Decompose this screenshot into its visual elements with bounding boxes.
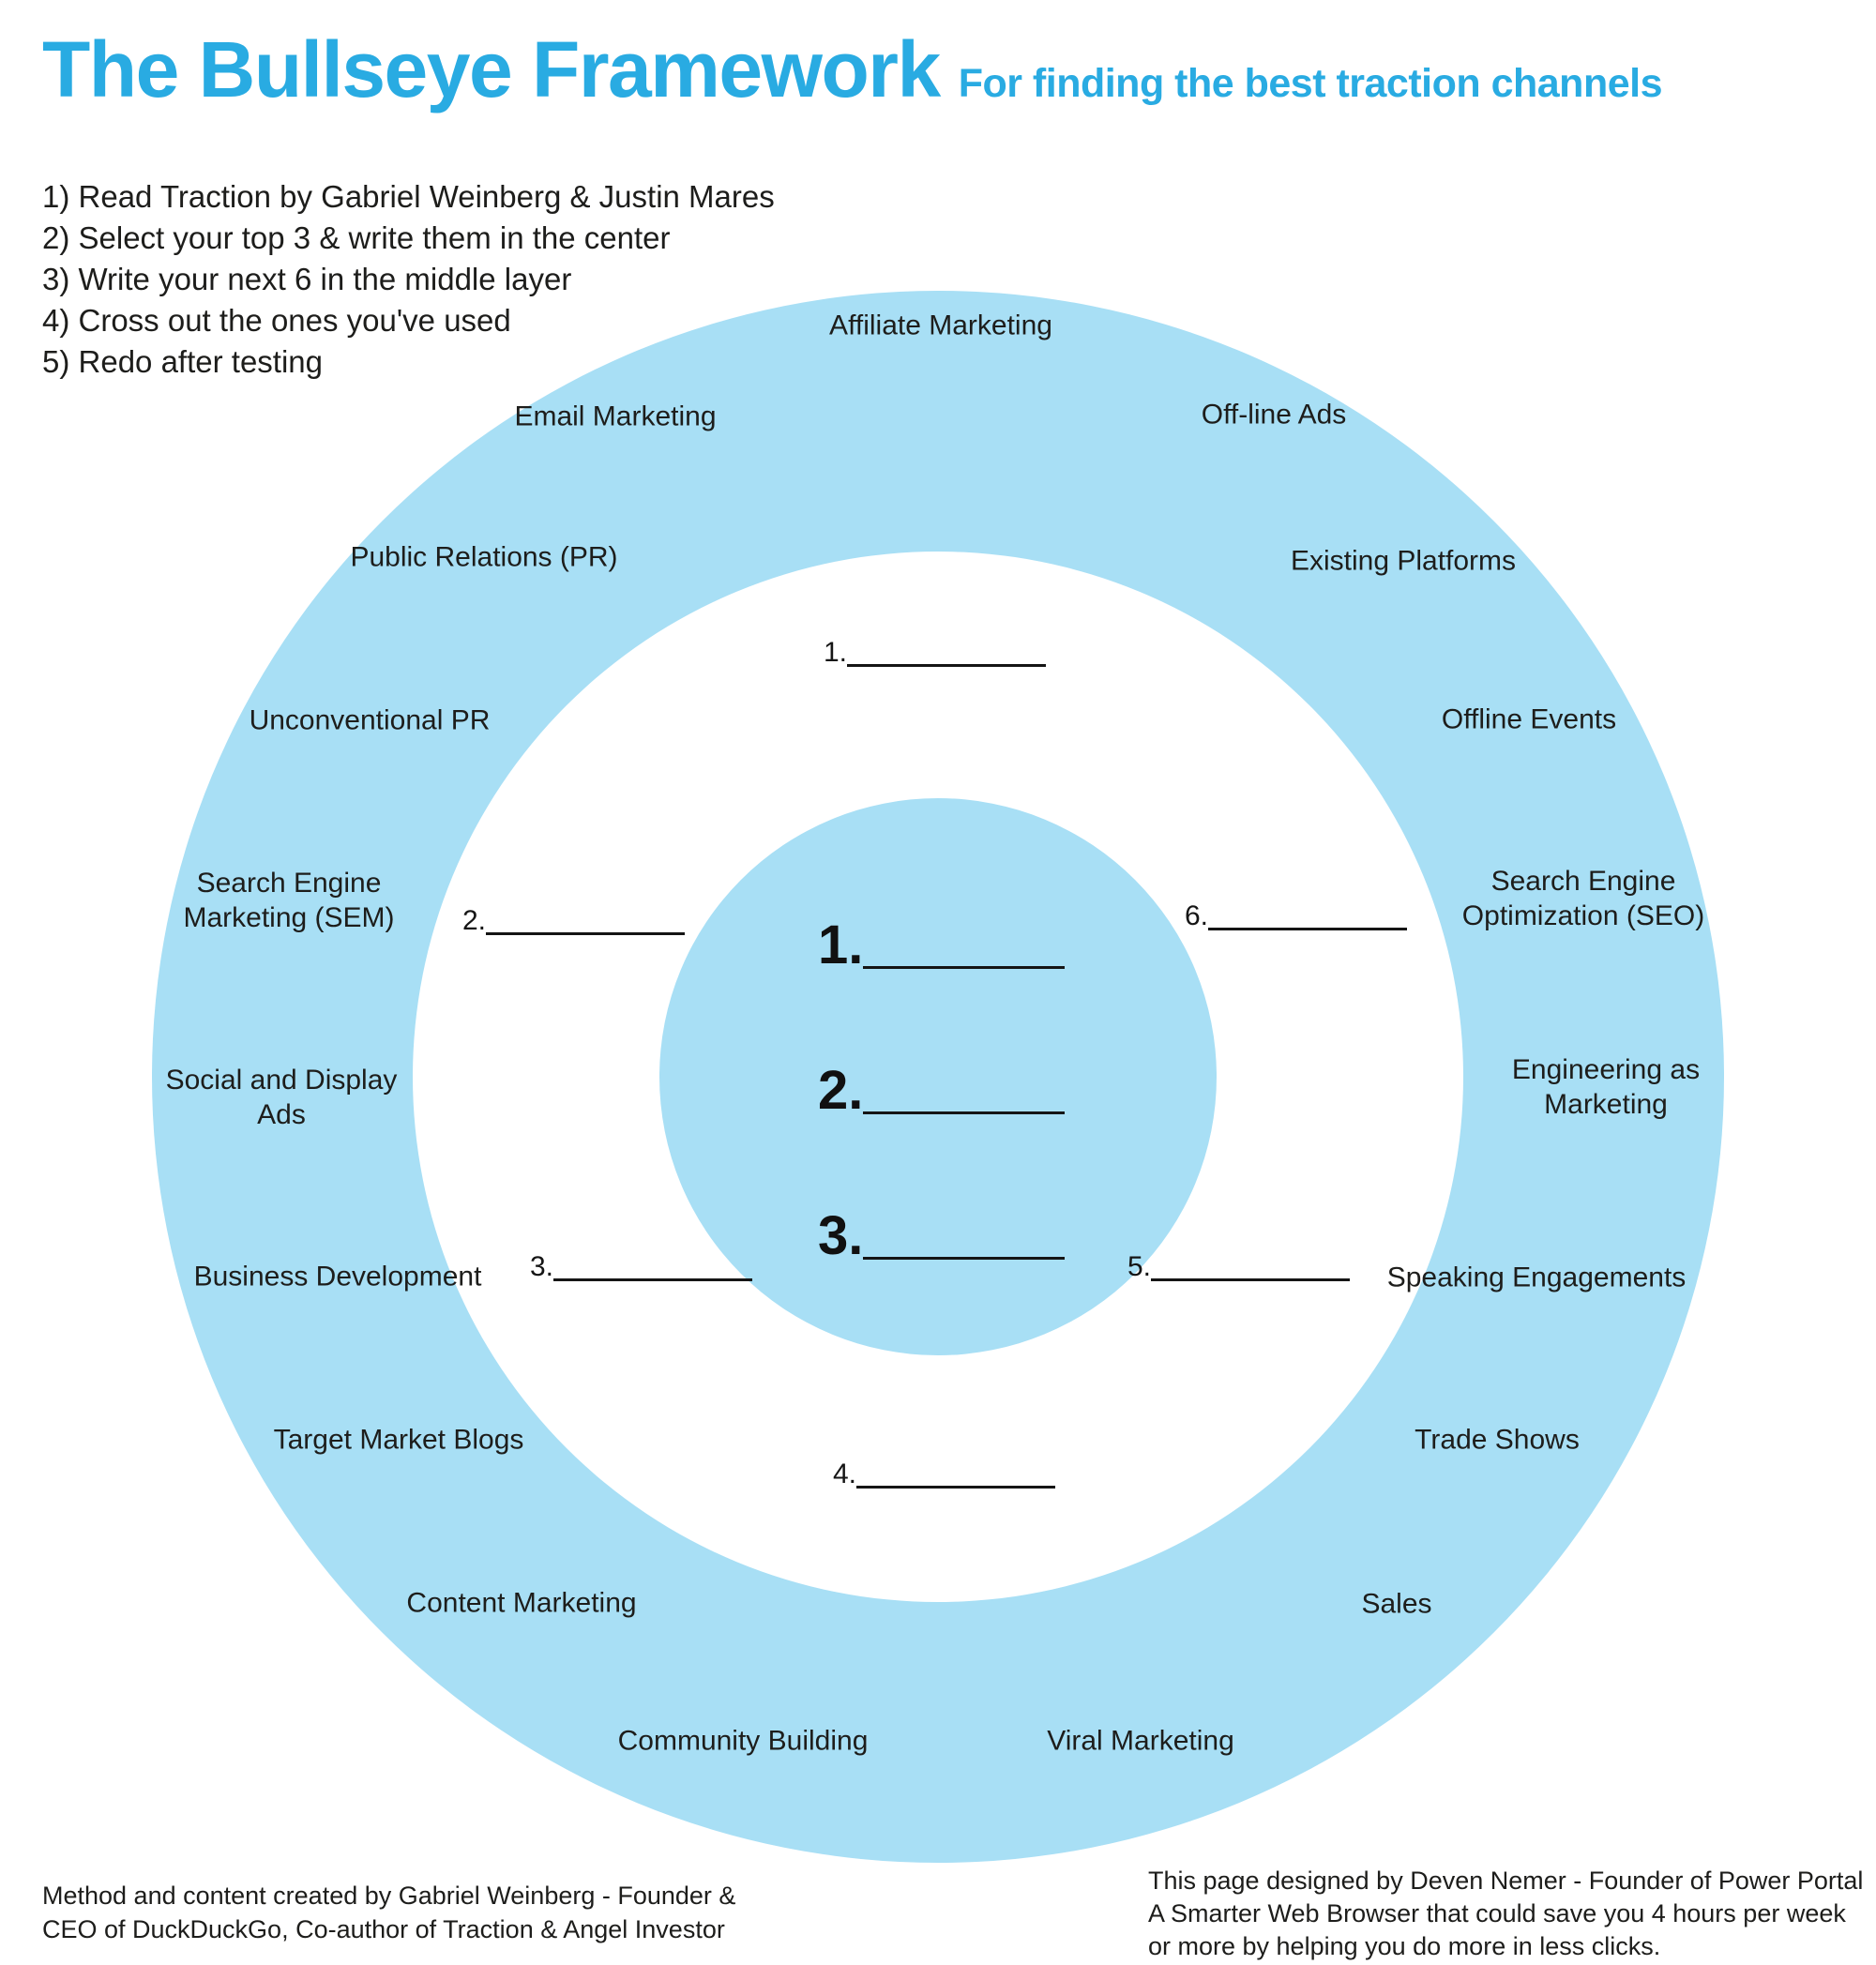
middle-slot-2: 2. [462, 903, 686, 939]
method-credit: Method and content created by Gabriel We… [42, 1882, 736, 1943]
middle-slot-5-blank-line [1151, 1278, 1351, 1281]
channel-label-search-engine-optimization: Search Engine Optimization (SEO) [1461, 866, 1705, 931]
middle-slot-1-blank-line [847, 664, 1047, 667]
center-slot-2-number: 2. [818, 1060, 864, 1121]
middle-slot-1-number: 1. [824, 637, 848, 668]
channel-label-affiliate-marketing: Affiliate Marketing [829, 310, 1052, 341]
channel-label-existing-platforms: Existing Platforms [1290, 545, 1517, 577]
channel-label-email-marketing: Email Marketing [514, 401, 717, 432]
middle-slot-6-number: 6. [1185, 900, 1209, 931]
center-slot-3-blank-line [863, 1257, 1066, 1260]
center-slot-1: 1. [818, 914, 1066, 975]
middle-slot-3: 3. [530, 1249, 753, 1285]
center-slot-2: 2. [818, 1060, 1066, 1121]
middle-slot-4: 4. [833, 1457, 1056, 1492]
middle-slot-3-number: 3. [530, 1251, 554, 1282]
page-title: The Bullseye Framework [42, 25, 941, 113]
instruction-step-3: 3) Write your next 6 in the middle layer [42, 262, 572, 296]
channel-label-business-development: Business Development [193, 1261, 482, 1292]
channel-label-speaking-engagements: Speaking Engagements [1386, 1262, 1687, 1293]
channel-label-offline-ads: Off-line Ads [1201, 399, 1347, 431]
channel-label-public-relations: Public Relations (PR) [350, 541, 618, 573]
channel-label-community-building: Community Building [617, 1725, 869, 1757]
center-circle [659, 798, 1217, 1355]
header: The Bullseye Framework For finding the b… [42, 24, 1663, 115]
channel-label-unconventional-pr: Unconventional PR [249, 704, 491, 736]
middle-slot-6: 6. [1185, 899, 1408, 934]
channel-label-offline-events: Offline Events [1441, 703, 1617, 735]
channel-label-target-market-blogs: Target Market Blogs [273, 1424, 524, 1456]
center-slot-1-number: 1. [818, 914, 864, 975]
center-slot-3: 3. [818, 1205, 1066, 1266]
center-slot-1-blank-line [863, 966, 1066, 969]
channel-label-engineering-as-marketing: Engineering as Marketing [1511, 1054, 1701, 1120]
middle-slot-4-number: 4. [833, 1459, 857, 1489]
middle-slot-2-blank-line [486, 932, 686, 935]
instruction-step-2: 2) Select your top 3 & write them in the… [42, 220, 671, 255]
channel-label-search-engine-marketing: Search Engine Marketing (SEM) [183, 868, 395, 933]
middle-slot-5: 5. [1127, 1249, 1351, 1285]
page-subtitle: For finding the best traction channels [958, 61, 1663, 106]
channel-label-social-display-ads: Social and Display Ads [165, 1065, 398, 1130]
instruction-step-1: 1) Read Traction by Gabriel Weinberg & J… [42, 179, 775, 214]
channel-label-content-marketing: Content Marketing [406, 1587, 637, 1619]
instruction-step-5: 5) Redo after testing [42, 344, 323, 379]
instruction-step-4: 4) Cross out the ones you've used [42, 303, 511, 338]
channel-label-viral-marketing: Viral Marketing [1047, 1725, 1234, 1757]
middle-slot-6-blank-line [1208, 928, 1408, 930]
center-slot-2-blank-line [863, 1111, 1066, 1114]
channel-label-sales: Sales [1361, 1588, 1432, 1620]
middle-slot-1: 1. [824, 635, 1047, 671]
middle-slot-2-number: 2. [462, 905, 487, 936]
design-credit: This page designed by Deven Nemer - Foun… [1148, 1867, 1864, 1960]
channel-label-trade-shows: Trade Shows [1415, 1424, 1580, 1456]
middle-slot-4-blank-line [856, 1486, 1056, 1489]
middle-slot-5-number: 5. [1127, 1251, 1152, 1282]
center-slot-3-number: 3. [818, 1205, 864, 1266]
middle-slot-3-blank-line [553, 1278, 753, 1281]
instructions-list: 1) Read Traction by Gabriel Weinberg & J… [42, 176, 775, 383]
